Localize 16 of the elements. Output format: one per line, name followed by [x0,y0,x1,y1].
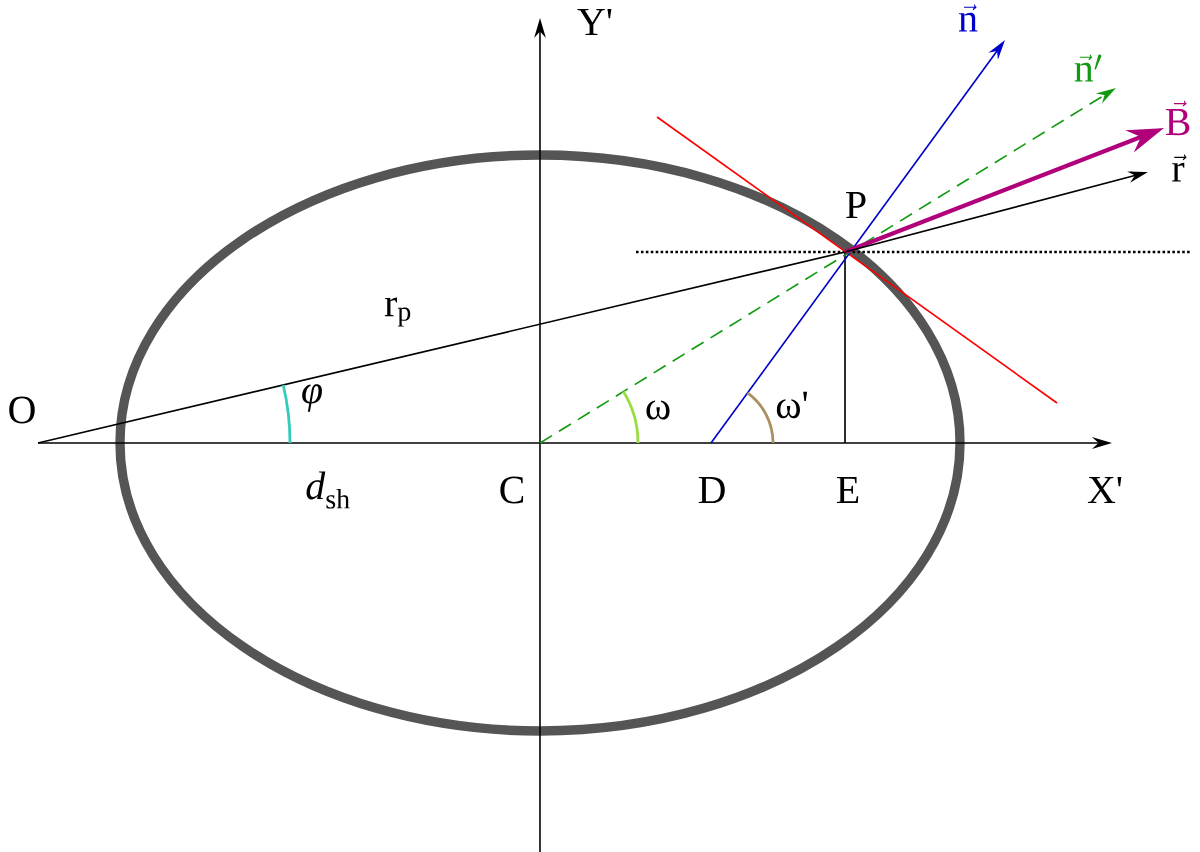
vector-label: $\vec{\mathrm{r}}$ [1172,154,1187,182]
point-label: E [837,476,859,504]
point-label: D [698,476,725,504]
angle-label: ω' [776,391,808,419]
length-label: r$_{p}$ [384,297,411,327]
point-label: P [846,191,866,219]
vector-label: $\vec{\mathrm{n}}'$ [1074,54,1102,82]
length-label: d$_{sh}$ [306,471,350,509]
angle-label: φ [302,384,322,412]
point-label: O [9,396,35,424]
angle-label: ω [646,400,670,420]
axis-label: Y' [577,8,612,36]
vector-label: $\vec{\mathrm{n}}$ [958,4,978,32]
point-label: C [500,476,524,504]
axis-label: X' [1087,476,1122,504]
vector-label: $\vec{\mathrm{B}}$ [1165,100,1190,136]
